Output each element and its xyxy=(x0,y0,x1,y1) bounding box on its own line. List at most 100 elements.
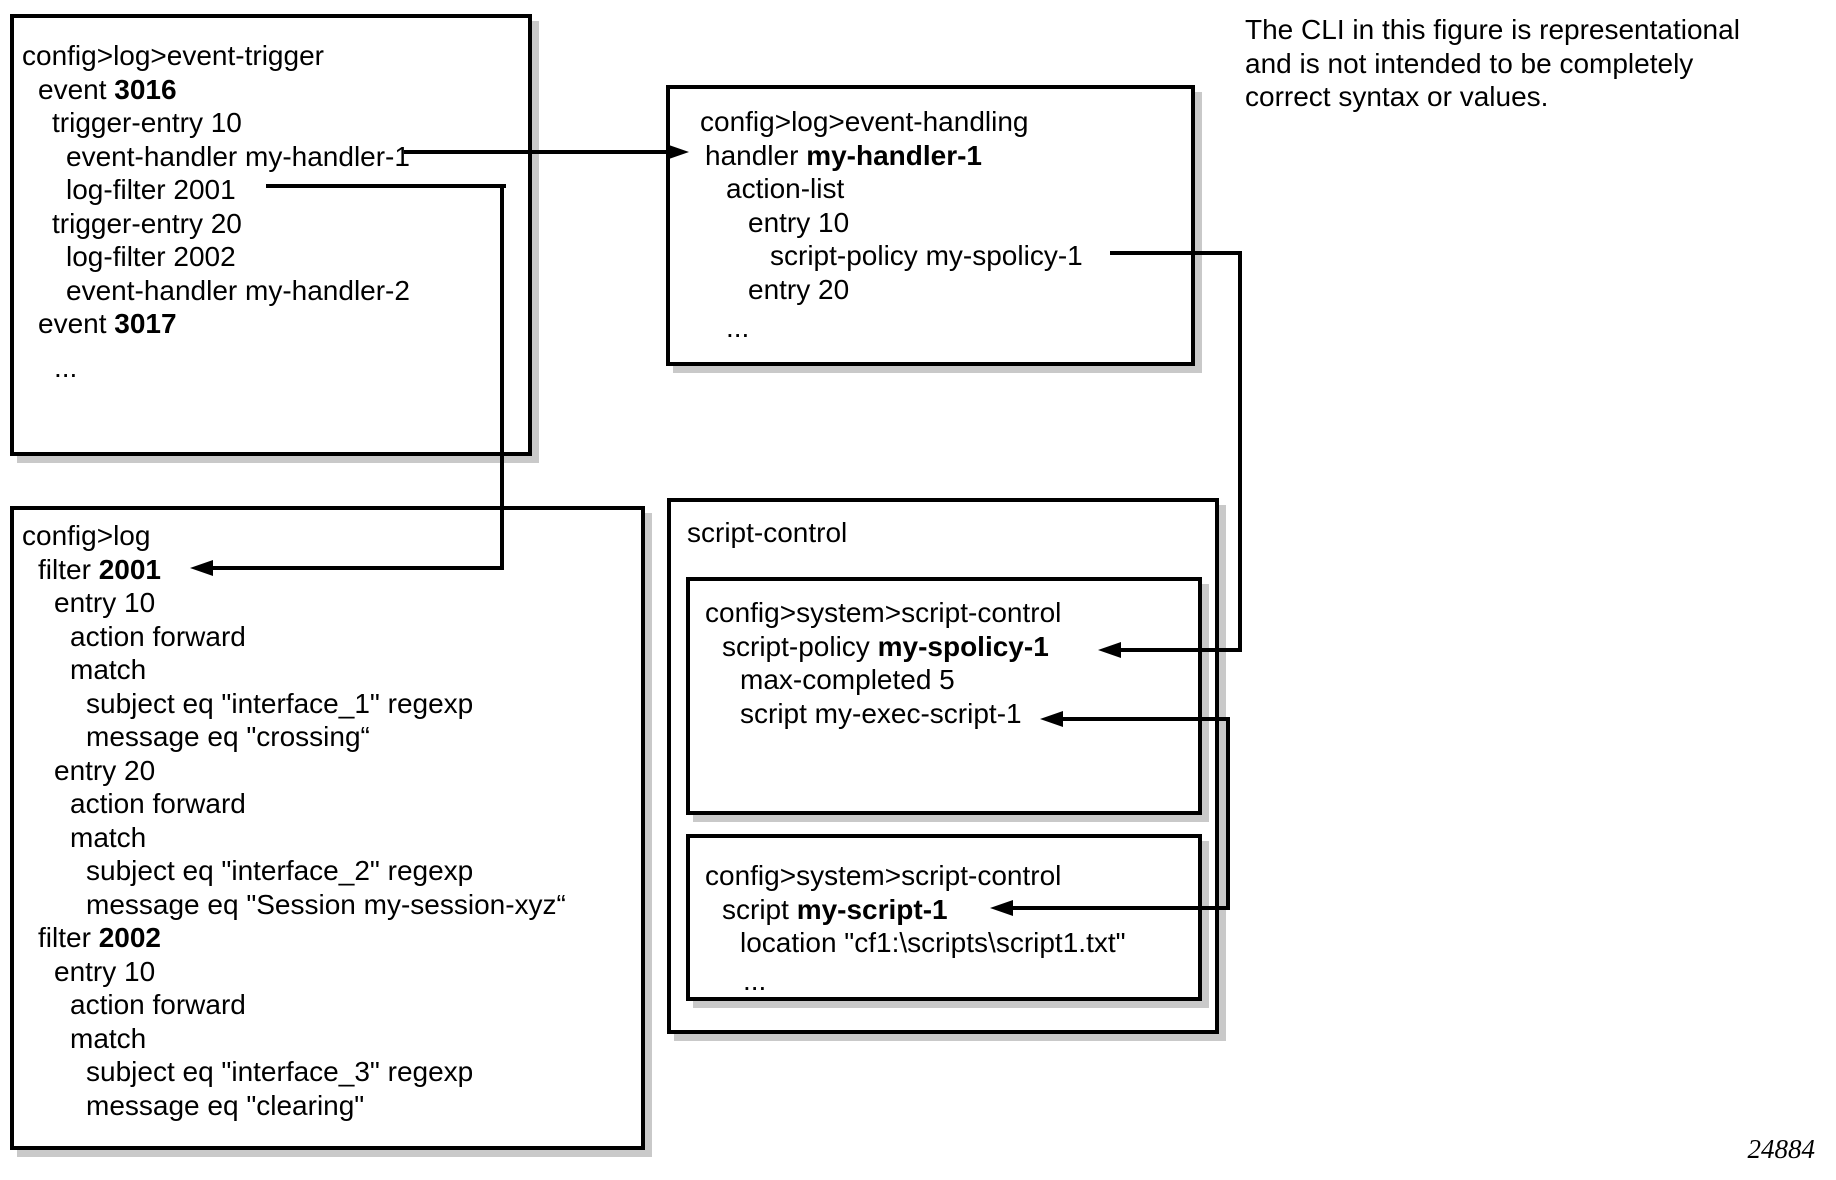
code-bold-text: my-handler-1 xyxy=(806,139,983,171)
code-text: action forward xyxy=(70,989,246,1020)
code-line: entry 20 xyxy=(54,754,635,788)
code-text: log-filter 2001 xyxy=(66,174,236,205)
code-text: entry 10 xyxy=(54,955,156,987)
connector-script-reference-top-line xyxy=(1062,717,1230,721)
connector-event-handler-to-handler-line xyxy=(404,150,668,154)
code-line: config>system>script-control xyxy=(705,596,1192,630)
code-text: config>log xyxy=(22,520,151,551)
code-line: match xyxy=(70,1022,635,1056)
code-text: script xyxy=(722,893,797,925)
code-line: event 3016 xyxy=(38,73,522,107)
code-line: message eq "clearing" xyxy=(86,1089,635,1123)
code-text: handler xyxy=(705,139,807,171)
code-text: entry 20 xyxy=(748,273,850,305)
code-text: log-filter 2002 xyxy=(66,241,236,272)
code-line: location "cf1:\scripts\script1.txt" xyxy=(740,926,1192,960)
code-line: max-completed 5 xyxy=(740,663,1192,697)
code-text: max-completed 5 xyxy=(740,664,955,695)
code-line: script-policy my-spolicy-1 xyxy=(770,239,1185,273)
code-line: config>log>event-trigger xyxy=(22,39,522,73)
code-line: subject eq "interface_3" regexp xyxy=(86,1055,635,1089)
code-line: and is not intended to be completely xyxy=(1245,47,1825,81)
code-line: trigger-entry 20 xyxy=(52,207,522,241)
connector-script-policy-vertical-line xyxy=(1238,251,1242,652)
code-text: event-handler my-handler-2 xyxy=(66,274,410,306)
code-text: match xyxy=(70,821,147,853)
code-text: trigger-entry 10 xyxy=(52,107,242,138)
code-line: config>log xyxy=(22,519,635,553)
code-text: subject eq "interface_1" regexp xyxy=(86,687,474,719)
code-line: match xyxy=(70,821,635,855)
code-line: message eq "crossing“ xyxy=(86,720,635,754)
code-line: log-filter 2002 xyxy=(66,240,522,274)
code-line: ... xyxy=(743,964,1192,998)
code-line: log-filter 2001 xyxy=(66,173,522,207)
code-line: config>log>event-handling xyxy=(700,105,1185,139)
code-text: script my-exec-script-1 xyxy=(740,697,1022,729)
code-text: subject eq "interface_2" regexp xyxy=(86,855,474,886)
code-text: config>system>script-control xyxy=(705,597,1062,628)
code-line: subject eq "interface_2" regexp xyxy=(86,854,635,888)
code-text: action forward xyxy=(70,788,246,819)
code-text: event-handler my-handler-1 xyxy=(66,140,410,172)
connector-script-reference-bottom-line xyxy=(1012,906,1230,910)
code-line: action forward xyxy=(70,988,635,1022)
arrowhead-into-script-my-script-1 xyxy=(990,900,1013,916)
code-line: message eq "Session my-session-xyz“ xyxy=(86,888,635,922)
connector-log-filter-2001-vertical-line xyxy=(500,184,504,570)
code-line: event-handler my-handler-2 xyxy=(66,274,522,308)
code-text: action-list xyxy=(726,173,845,204)
arrowhead-into-handler-my-handler-1 xyxy=(666,144,689,160)
figure-number: 24884 xyxy=(1747,1134,1816,1164)
code-text: entry 10 xyxy=(748,206,850,238)
code-text: message eq "crossing“ xyxy=(86,721,370,752)
code-text: The CLI in this figure is representation… xyxy=(1245,14,1740,45)
arrowhead-into-script-my-exec-script-1 xyxy=(1040,711,1063,727)
arrowhead-into-filter-2001 xyxy=(190,560,213,576)
code-text: script-policy xyxy=(722,630,878,662)
code-line: event 3017 xyxy=(38,307,522,341)
arrowhead-into-script-policy-my-spolicy-1 xyxy=(1098,642,1121,658)
connector-log-filter-2001-top-line xyxy=(266,184,506,188)
connector-script-policy-bottom-line xyxy=(1120,648,1242,652)
connector-script-policy-top-line xyxy=(1110,251,1242,255)
code-text: entry 10 xyxy=(54,587,156,618)
code-text: ... xyxy=(54,351,78,383)
code-line: ... xyxy=(726,311,1185,345)
code-line: entry 10 xyxy=(54,586,635,620)
code-text: config>log>event-trigger xyxy=(22,40,324,71)
code-line: correct syntax or values. xyxy=(1245,80,1825,114)
code-line: ... xyxy=(54,351,522,385)
code-line: handler my-handler-1 xyxy=(705,139,1185,173)
code-text: and is not intended to be completely xyxy=(1245,47,1694,79)
code-text: trigger-entry 20 xyxy=(52,207,242,239)
code-text: match xyxy=(70,654,147,685)
code-text: entry 20 xyxy=(54,754,156,786)
code-line: entry 20 xyxy=(748,273,1185,307)
code-line: subject eq "interface_1" regexp xyxy=(86,687,635,721)
code-line: entry 10 xyxy=(748,206,1185,240)
code-text: filter xyxy=(38,553,99,585)
code-line: trigger-entry 10 xyxy=(52,106,522,140)
code-text: subject eq "interface_3" regexp xyxy=(86,1056,474,1087)
code-line: script my-script-1 xyxy=(722,893,1192,927)
code-line: match xyxy=(70,653,635,687)
code-line: filter 2002 xyxy=(38,921,635,955)
code-line: filter 2001 xyxy=(38,553,635,587)
code-bold-text: 2001 xyxy=(98,553,161,585)
code-text: message eq "Session my-session-xyz“ xyxy=(86,888,566,920)
code-line: config>system>script-control xyxy=(705,859,1192,893)
code-text: message eq "clearing" xyxy=(86,1089,365,1121)
code-text: filter xyxy=(38,922,99,953)
code-line: script my-exec-script-1 xyxy=(740,697,1192,731)
code-text: config>log>event-handling xyxy=(700,106,1029,137)
code-text: match xyxy=(70,1022,147,1054)
code-line: action-list xyxy=(726,172,1185,206)
code-bold-text: 2002 xyxy=(98,922,161,953)
